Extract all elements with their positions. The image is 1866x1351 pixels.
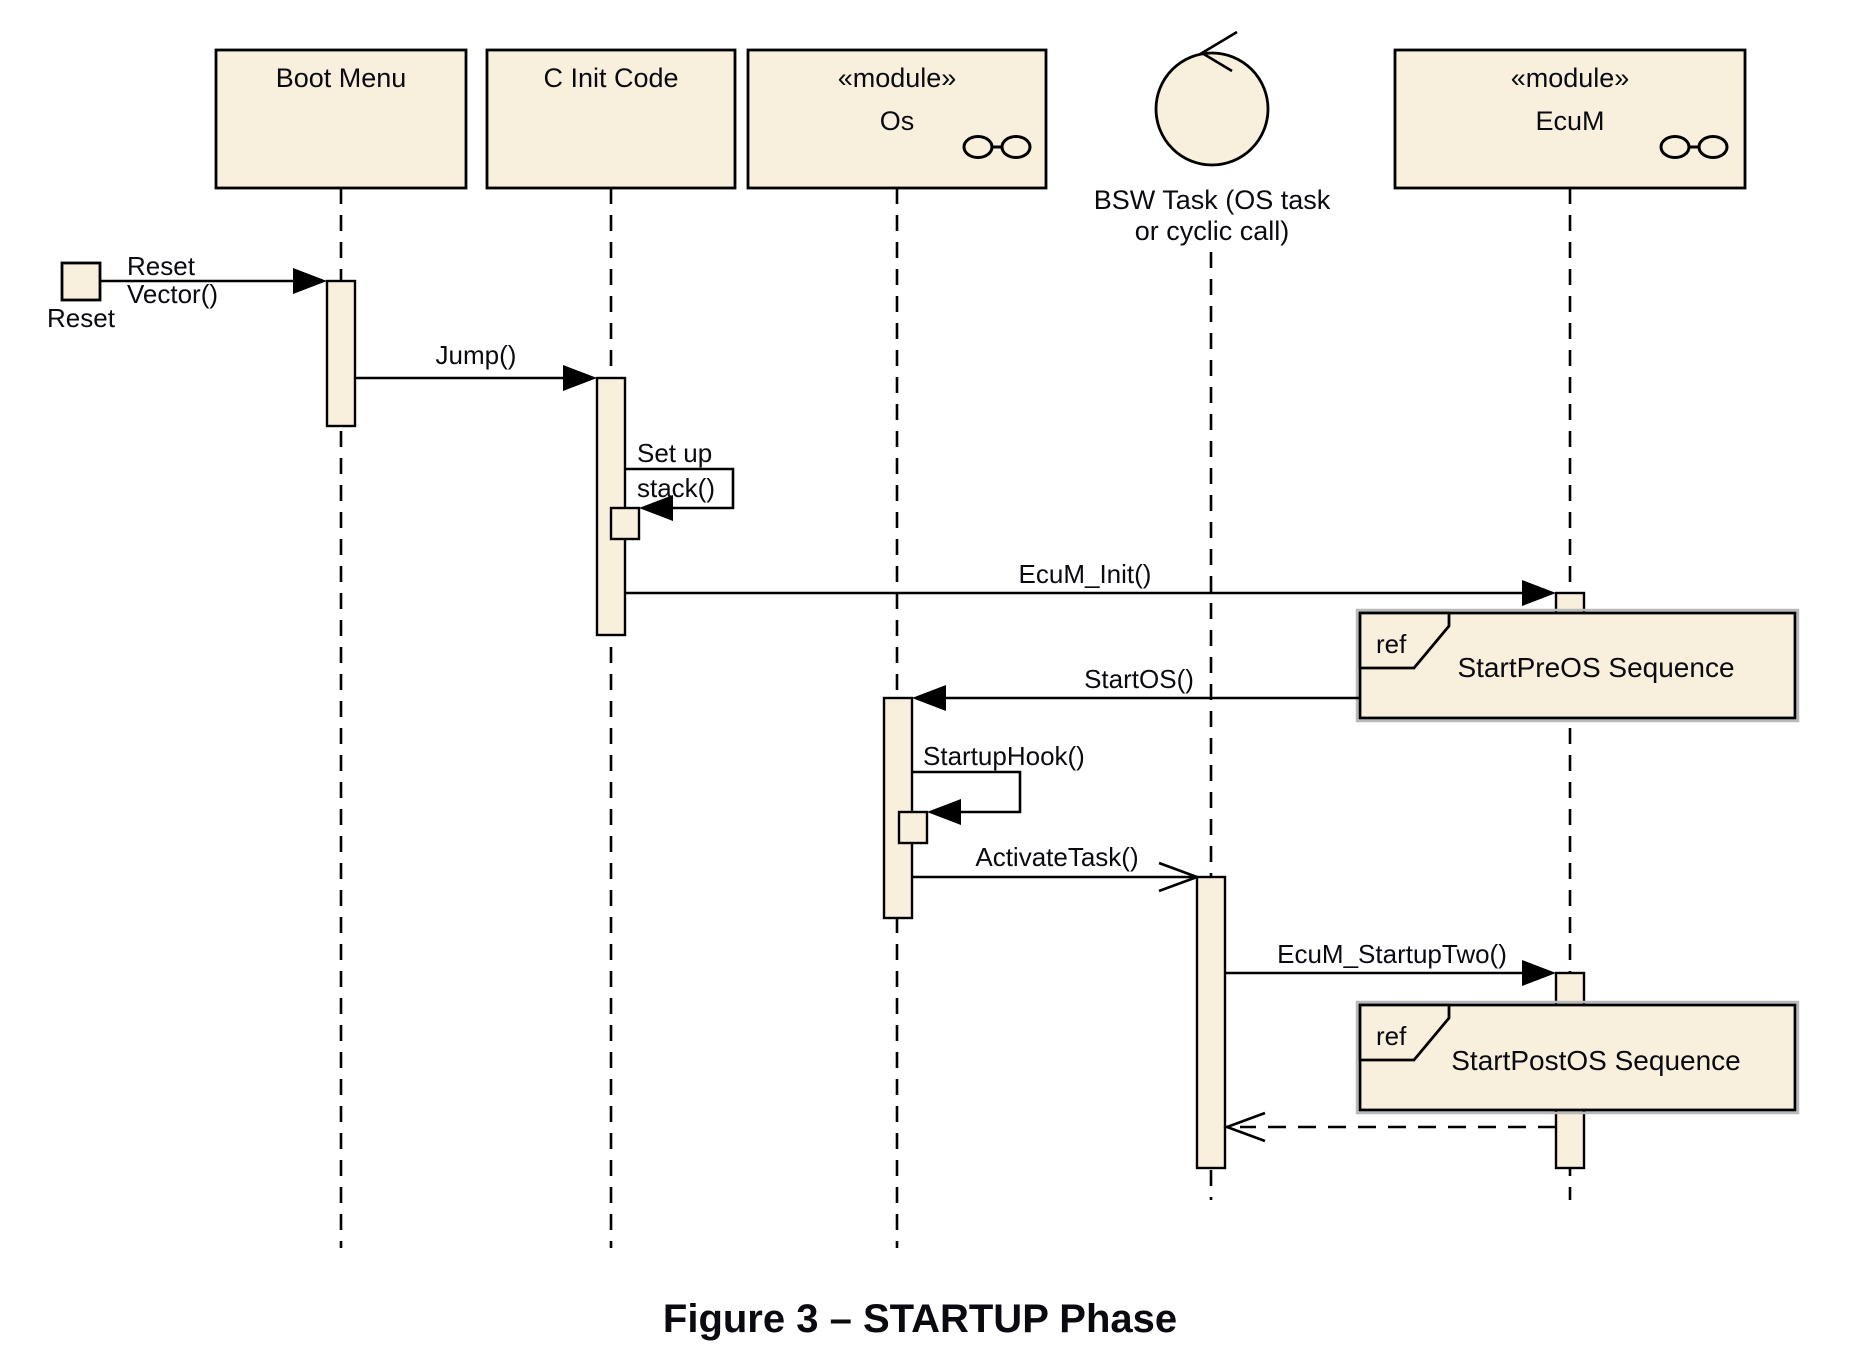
lifeline-head-boot-menu: Boot Menu: [214, 48, 468, 190]
activation-c-init: [595, 376, 627, 637]
arrowhead-open: [1158, 861, 1201, 893]
self-call-line: [912, 770, 1022, 814]
module-icon: [962, 135, 1032, 159]
ref-label-startpreos: StartPreOS Sequence: [1457, 652, 1734, 683]
lifeline-head-os: «module» Os: [746, 48, 1048, 190]
message-label: EcuM_Init(): [1019, 559, 1152, 589]
self-call-line: [625, 467, 735, 510]
reset-actor-label: Reset: [47, 303, 116, 333]
head-box: [1393, 48, 1747, 190]
arrowhead-filled: [563, 365, 597, 391]
lifeline-head-c-init: C Init Code: [485, 48, 737, 190]
message-label: StartOS(): [1084, 664, 1194, 694]
lifeline-stereotype: «module»: [838, 63, 957, 93]
arrowhead-open: [1223, 1111, 1266, 1143]
lifeline-head-bsw-task: BSW Task (OS task or cyclic call): [1094, 30, 1331, 246]
control-circle: [1154, 51, 1270, 167]
ref-startpreos: ref StartPreOS Sequence: [1355, 608, 1800, 723]
message-label-line2: Vector(): [127, 279, 218, 309]
activation-c-init-nested: [609, 506, 641, 541]
ref-halo: [1355, 1000, 1800, 1115]
control-arrow-icon: [1199, 30, 1238, 73]
arrowhead-filled: [1522, 960, 1556, 986]
message-ecum-startuptwo: EcuM_StartupTwo(): [1225, 939, 1556, 986]
message-startos: StartOS(): [912, 664, 1360, 711]
arrowhead-filled: [639, 495, 673, 521]
activation-os-nested: [897, 810, 929, 845]
lifeline-label: EcuM: [1535, 106, 1604, 136]
lifeline-stereotype: «module»: [1511, 63, 1630, 93]
ref-startpostos: ref StartPostOS Sequence: [1355, 1000, 1800, 1115]
message-label-line2: stack(): [637, 473, 715, 503]
arrowhead-filled: [912, 685, 946, 711]
figure-caption: Figure 3 – STARTUP Phase: [663, 1297, 1177, 1341]
activation-boot-menu: [325, 279, 357, 428]
message-activatetask: ActivateTask(): [912, 842, 1201, 893]
ref-pentagon: [1358, 611, 1451, 670]
lifeline-label-line1: BSW Task (OS task: [1094, 185, 1331, 215]
ref-keyword: ref: [1376, 629, 1407, 659]
message-jump: Jump(): [355, 340, 597, 391]
message-label: Jump(): [436, 340, 517, 370]
ref-keyword: ref: [1376, 1021, 1407, 1051]
message-label: StartupHook(): [923, 741, 1085, 771]
activation-bsw-task: [1195, 875, 1227, 1170]
message-reset-vector: Reset Reset Vector(): [47, 251, 327, 333]
message-label-line1: Reset: [127, 251, 196, 281]
arrowhead-filled: [927, 799, 961, 825]
lifeline-head-ecum: «module» EcuM: [1393, 48, 1747, 190]
head-box: [214, 48, 468, 190]
lifeline-label: Boot Menu: [276, 63, 407, 93]
message-startuphook: StartupHook(): [912, 741, 1085, 825]
lifeline-label-line2: or cyclic call): [1135, 216, 1290, 246]
message-label: EcuM_StartupTwo(): [1277, 939, 1507, 969]
lifeline-label: C Init Code: [543, 63, 678, 93]
reset-actor-box: [60, 261, 102, 302]
message-ecum-init: EcuM_Init(): [625, 559, 1556, 606]
arrowhead-filled: [293, 268, 327, 294]
message-label-line1: Set up: [637, 438, 712, 468]
head-box: [746, 48, 1048, 190]
head-box: [485, 48, 737, 190]
activation-os: [882, 696, 914, 920]
message-setup-stack: Set up stack(): [625, 438, 735, 521]
message-return: [1223, 1111, 1556, 1143]
ref-pentagon: [1358, 1003, 1451, 1062]
module-icon: [1659, 135, 1729, 159]
message-label: ActivateTask(): [975, 842, 1138, 872]
ref-label-startpostos: StartPostOS Sequence: [1451, 1045, 1741, 1076]
lifeline-label: Os: [880, 106, 915, 136]
ref-halo: [1355, 608, 1800, 723]
arrowhead-filled: [1522, 580, 1556, 606]
